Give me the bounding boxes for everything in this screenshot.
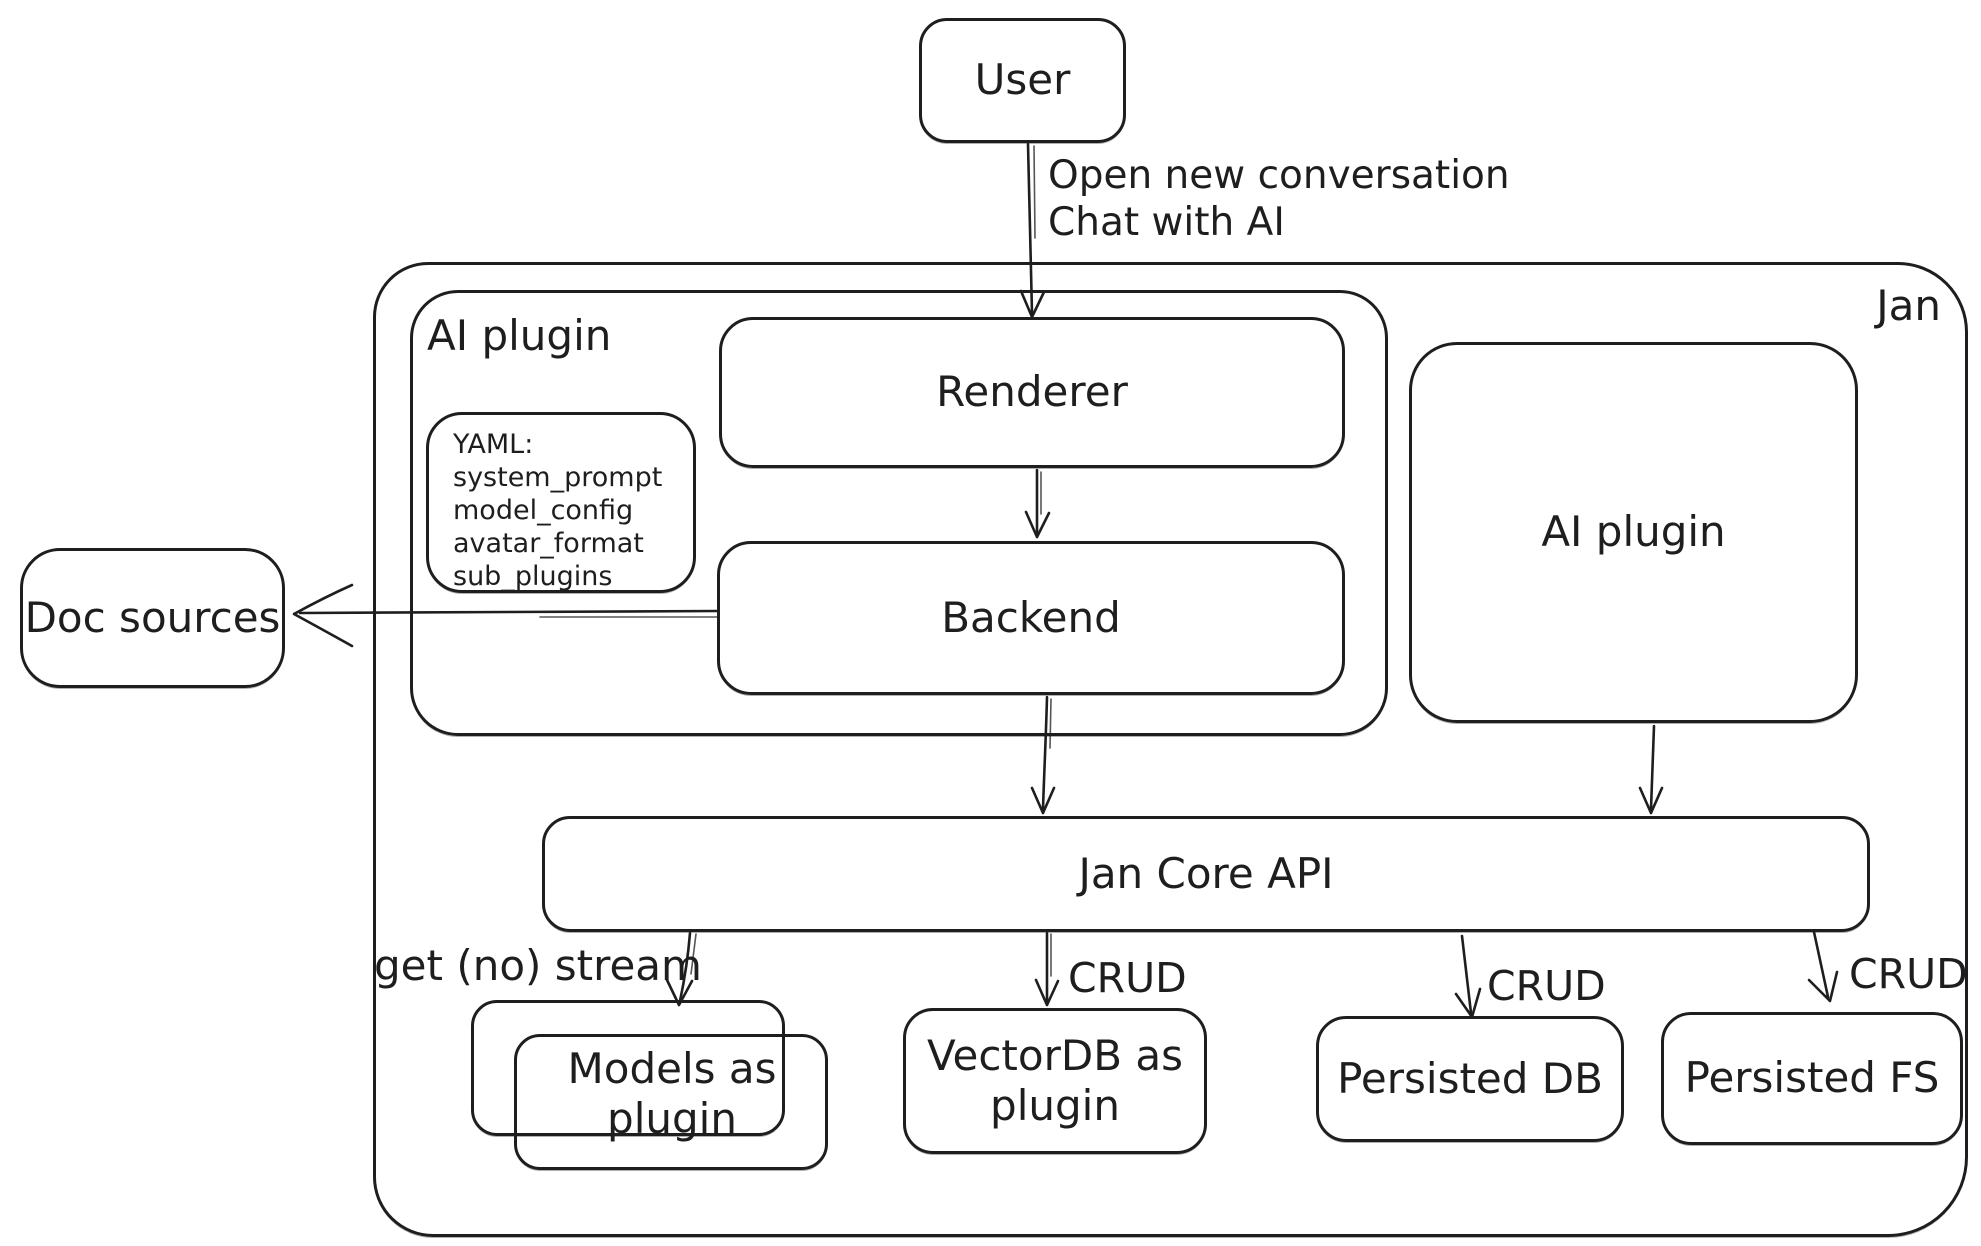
node-ai-plugin-right[interactable]: AI plugin [1409,342,1858,723]
node-renderer[interactable]: Renderer [719,317,1345,468]
arrowhead-down-icon [1019,289,1046,319]
node-backend-label: Backend [941,592,1121,642]
container-ai-plugin-label: AI plugin [427,311,612,360]
edge-line-sketch [1033,145,1036,239]
arrowhead-down-icon [1030,786,1056,815]
node-persisted-db-label: Persisted DB [1337,1053,1603,1103]
edge-label-get-no-stream[interactable]: get (no) stream [374,941,702,990]
yaml-line: avatar_format [453,528,644,559]
arrowhead-down-icon [1034,978,1060,1007]
node-yaml-note[interactable]: YAML: system_prompt model_config avatar_… [426,412,696,593]
edge-core-to-vectordb[interactable] [1034,931,1060,1007]
edge-line-sketch [1049,698,1052,749]
arrowhead-down-icon [1807,970,1839,1003]
node-user-label: User [974,55,1071,105]
edge-line [1460,934,1473,1015]
edge-label-crud-persisted-fs[interactable]: CRUD [1849,950,1968,998]
edge-label-line: Open new conversation [1048,153,1510,198]
yaml-line: YAML: [453,429,534,460]
arrowhead-down-icon [1454,987,1482,1019]
edge-user-to-renderer[interactable] [1019,142,1046,319]
container-jan[interactable]: Jan [373,262,1968,1237]
node-vectordb-as-plugin[interactable]: VectorDB as plugin [903,1008,1207,1154]
arrowhead-left-icon [292,583,354,648]
edge-line [1812,930,1830,999]
edge-label-user-flow[interactable]: Open new conversation Chat with AI [1048,152,1510,246]
yaml-note-text: YAML: system_prompt model_config avatar_… [453,428,662,593]
node-doc-sources[interactable]: Doc sources [20,548,285,688]
node-models-as-plugin-label: Models as plugin [567,1044,777,1143]
edge-label-crud-persisted-db[interactable]: CRUD [1487,962,1606,1010]
node-doc-sources-label: Doc sources [24,592,281,642]
edge-backend-to-core[interactable] [1030,695,1056,815]
node-models-as-plugin-back[interactable] [471,1000,785,1136]
edge-line-sketch [690,933,697,975]
edge-line [1041,695,1049,811]
yaml-line: system_prompt [453,462,663,493]
edge-core-to-persisted-fs[interactable] [1807,930,1839,1003]
node-user[interactable]: User [919,18,1126,143]
yaml-line: model_config [453,495,634,526]
edge-core-to-persisted-db[interactable] [1454,934,1482,1019]
arrowhead-down-icon [1024,510,1051,539]
container-ai-plugin[interactable]: AI plugin [410,290,1388,736]
edge-line [678,931,692,1003]
arrowhead-down-icon [1638,786,1664,815]
node-jan-core-api-label: Jan Core API [1078,848,1334,898]
node-persisted-fs-label: Persisted FS [1684,1053,1940,1103]
node-persisted-fs[interactable]: Persisted FS [1661,1012,1963,1145]
edge-line [1026,142,1034,315]
edge-line [298,609,719,615]
node-renderer-label: Renderer [936,367,1128,417]
node-vectordb-as-plugin-label: VectorDB as plugin [927,1031,1183,1130]
node-models-as-plugin[interactable] [514,1034,828,1170]
edge-line [1649,724,1656,811]
edge-renderer-to-backend[interactable] [1024,468,1051,539]
node-jan-core-api[interactable]: Jan Core API [542,816,1870,932]
edge-backend-to-doc-sources[interactable] [292,583,719,648]
yaml-line: sub_plugins [453,561,613,592]
node-backend[interactable]: Backend [717,541,1345,695]
edge-label-crud-vectordb[interactable]: CRUD [1068,954,1187,1002]
node-persisted-db[interactable]: Persisted DB [1316,1016,1624,1142]
container-jan-label: Jan [1876,281,1941,330]
node-ai-plugin-right-label: AI plugin [1541,507,1726,557]
edge-label-line: Chat with AI [1048,200,1285,245]
edge-ai-plugin-right-to-core[interactable] [1638,724,1664,815]
